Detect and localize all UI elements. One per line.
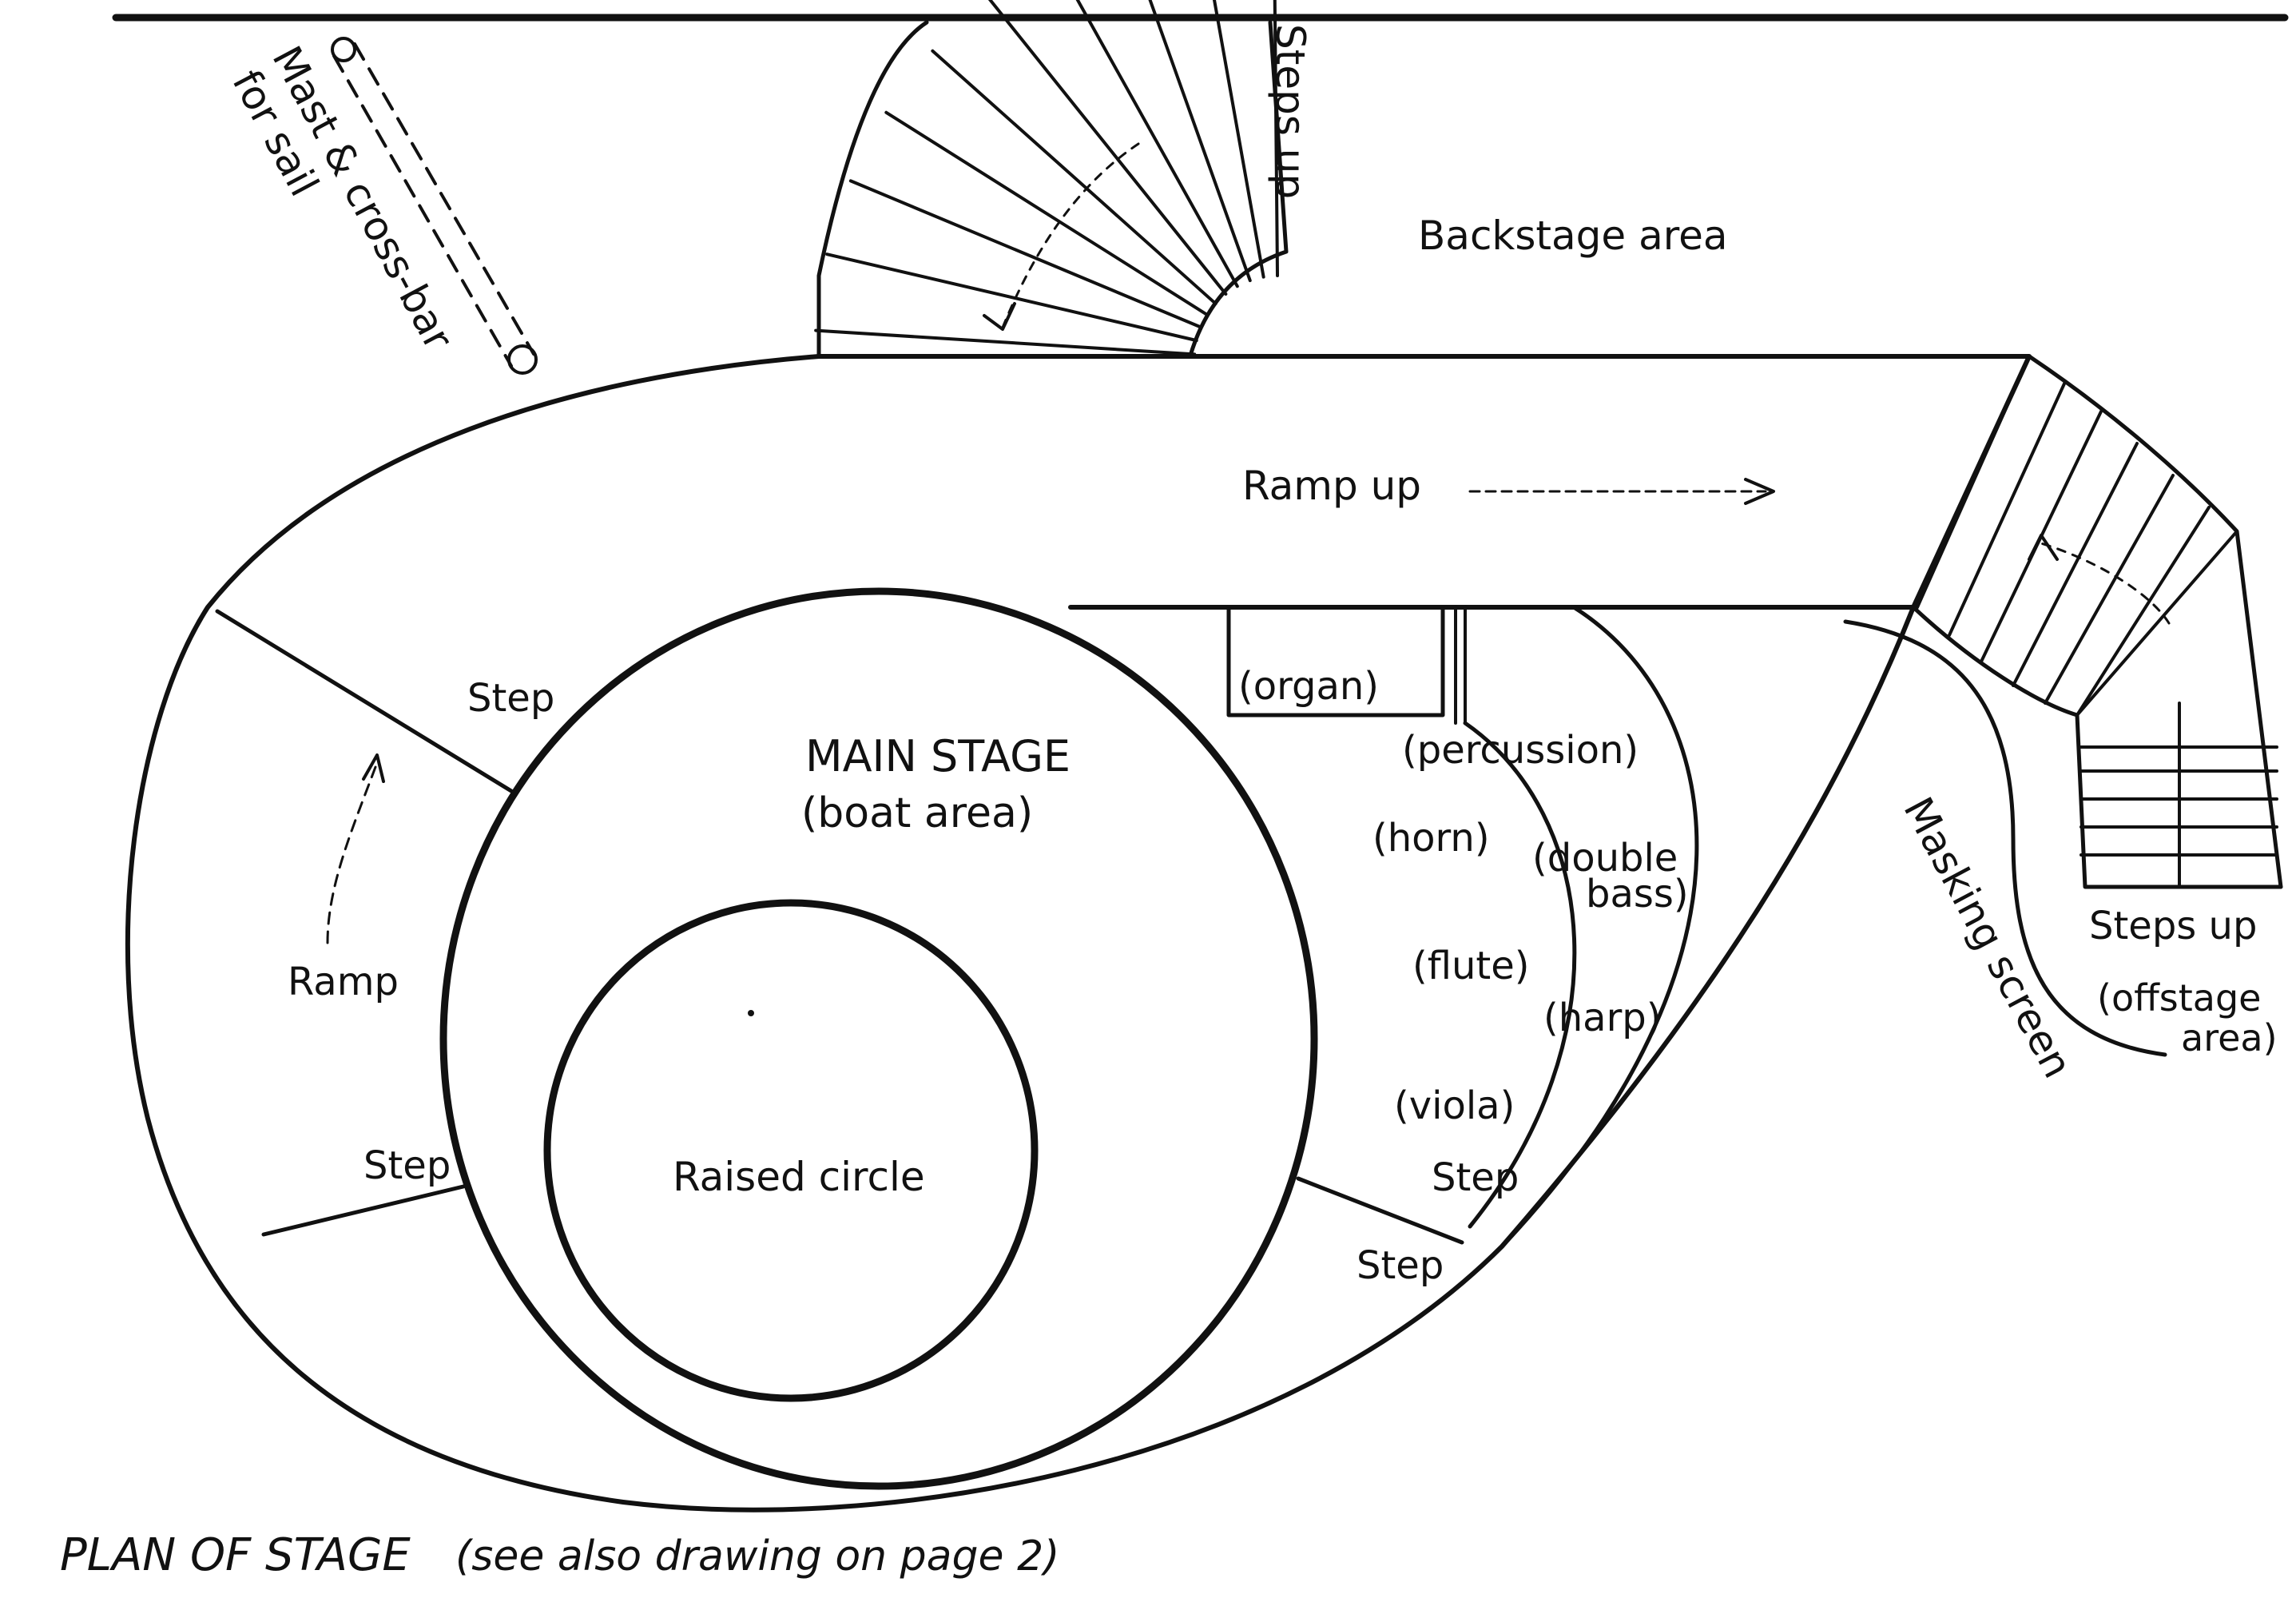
caption-subtitle: (see also drawing on page 2): [455, 1532, 1059, 1580]
label-masking-screen: Masking screen: [1894, 789, 2080, 1085]
step-divider-lower-right: [1296, 1176, 1464, 1245]
stair-tread-line: [1273, 0, 1280, 278]
label-offstage-area: area): [2181, 1016, 2278, 1059]
label-boat-area: (boat area): [801, 789, 1033, 837]
label-step-right-upper: Step: [1432, 1155, 1519, 1200]
organ-box: [1226, 605, 1445, 718]
label-main-stage: MAIN STAGE: [805, 731, 1071, 781]
label-viola: (viola): [1394, 1083, 1515, 1128]
label-bass: bass): [1586, 872, 1689, 916]
orchestra-arc-outer: [1500, 605, 1699, 1249]
label-ramp-left: Ramp: [288, 960, 399, 1004]
stair-tread-line: [2076, 530, 2238, 717]
stair-tread-line: [2044, 474, 2175, 705]
orchestra-arc-inner: [1463, 721, 1577, 1229]
label-step-upper-left: Step: [467, 676, 554, 721]
raised-circle-center-dot: [748, 1010, 754, 1016]
stair-tread-line: [2076, 506, 2211, 717]
stair-tread-line: [2012, 442, 2139, 687]
ramp-arrow: [326, 765, 377, 944]
stair-tread-line: [1212, 0, 1265, 279]
stair-tread-line: [987, 0, 1228, 296]
stair-tread-line: [848, 179, 1203, 329]
step-divider-upper-left: [215, 609, 514, 793]
label-step-lower-left: Step: [363, 1143, 451, 1188]
label-steps-up-right: Steps up: [2089, 904, 2257, 948]
label-flute: (flute): [1412, 944, 1529, 988]
label-double: (double: [1532, 836, 1678, 880]
raised-circle: [543, 899, 1039, 1402]
masking-screen: [1843, 619, 2167, 1057]
label-backstage: Backstage area: [1418, 213, 1728, 259]
step-divider-lower-left: [261, 1184, 466, 1237]
main-stage-circle: [439, 587, 1318, 1490]
stair-tread-line: [884, 110, 1210, 317]
stage-outline: [125, 354, 2032, 1513]
stair-tread-line: [1916, 355, 2031, 609]
label-ramp-up: Ramp up: [1242, 463, 1421, 509]
top-curved-steps: [814, 0, 1289, 358]
caption-title: PLAN OF STAGE: [60, 1529, 411, 1581]
label-horn: (horn): [1372, 816, 1490, 861]
label-organ: (organ): [1238, 664, 1379, 709]
stair-tread-line: [1075, 0, 1239, 288]
label-percussion: (percussion): [1402, 728, 1639, 773]
stair-tread-line: [931, 49, 1218, 306]
label-harp: (harp): [1543, 996, 1662, 1040]
stair-tread-line: [825, 252, 1198, 343]
stair-tread-line: [1148, 0, 1252, 283]
stair-tread-line: [1948, 380, 2067, 637]
label-raised-circle: Raised circle: [673, 1154, 925, 1200]
right-curved-steps: [1911, 354, 2283, 889]
label-step-right-lower: Step: [1357, 1243, 1444, 1288]
stair-tread-line: [814, 328, 1197, 356]
mast-crossbar: [331, 37, 538, 375]
label-steps-up-top: Steps up: [1267, 24, 1313, 199]
label-offstage: (offstage: [2097, 976, 2261, 1020]
